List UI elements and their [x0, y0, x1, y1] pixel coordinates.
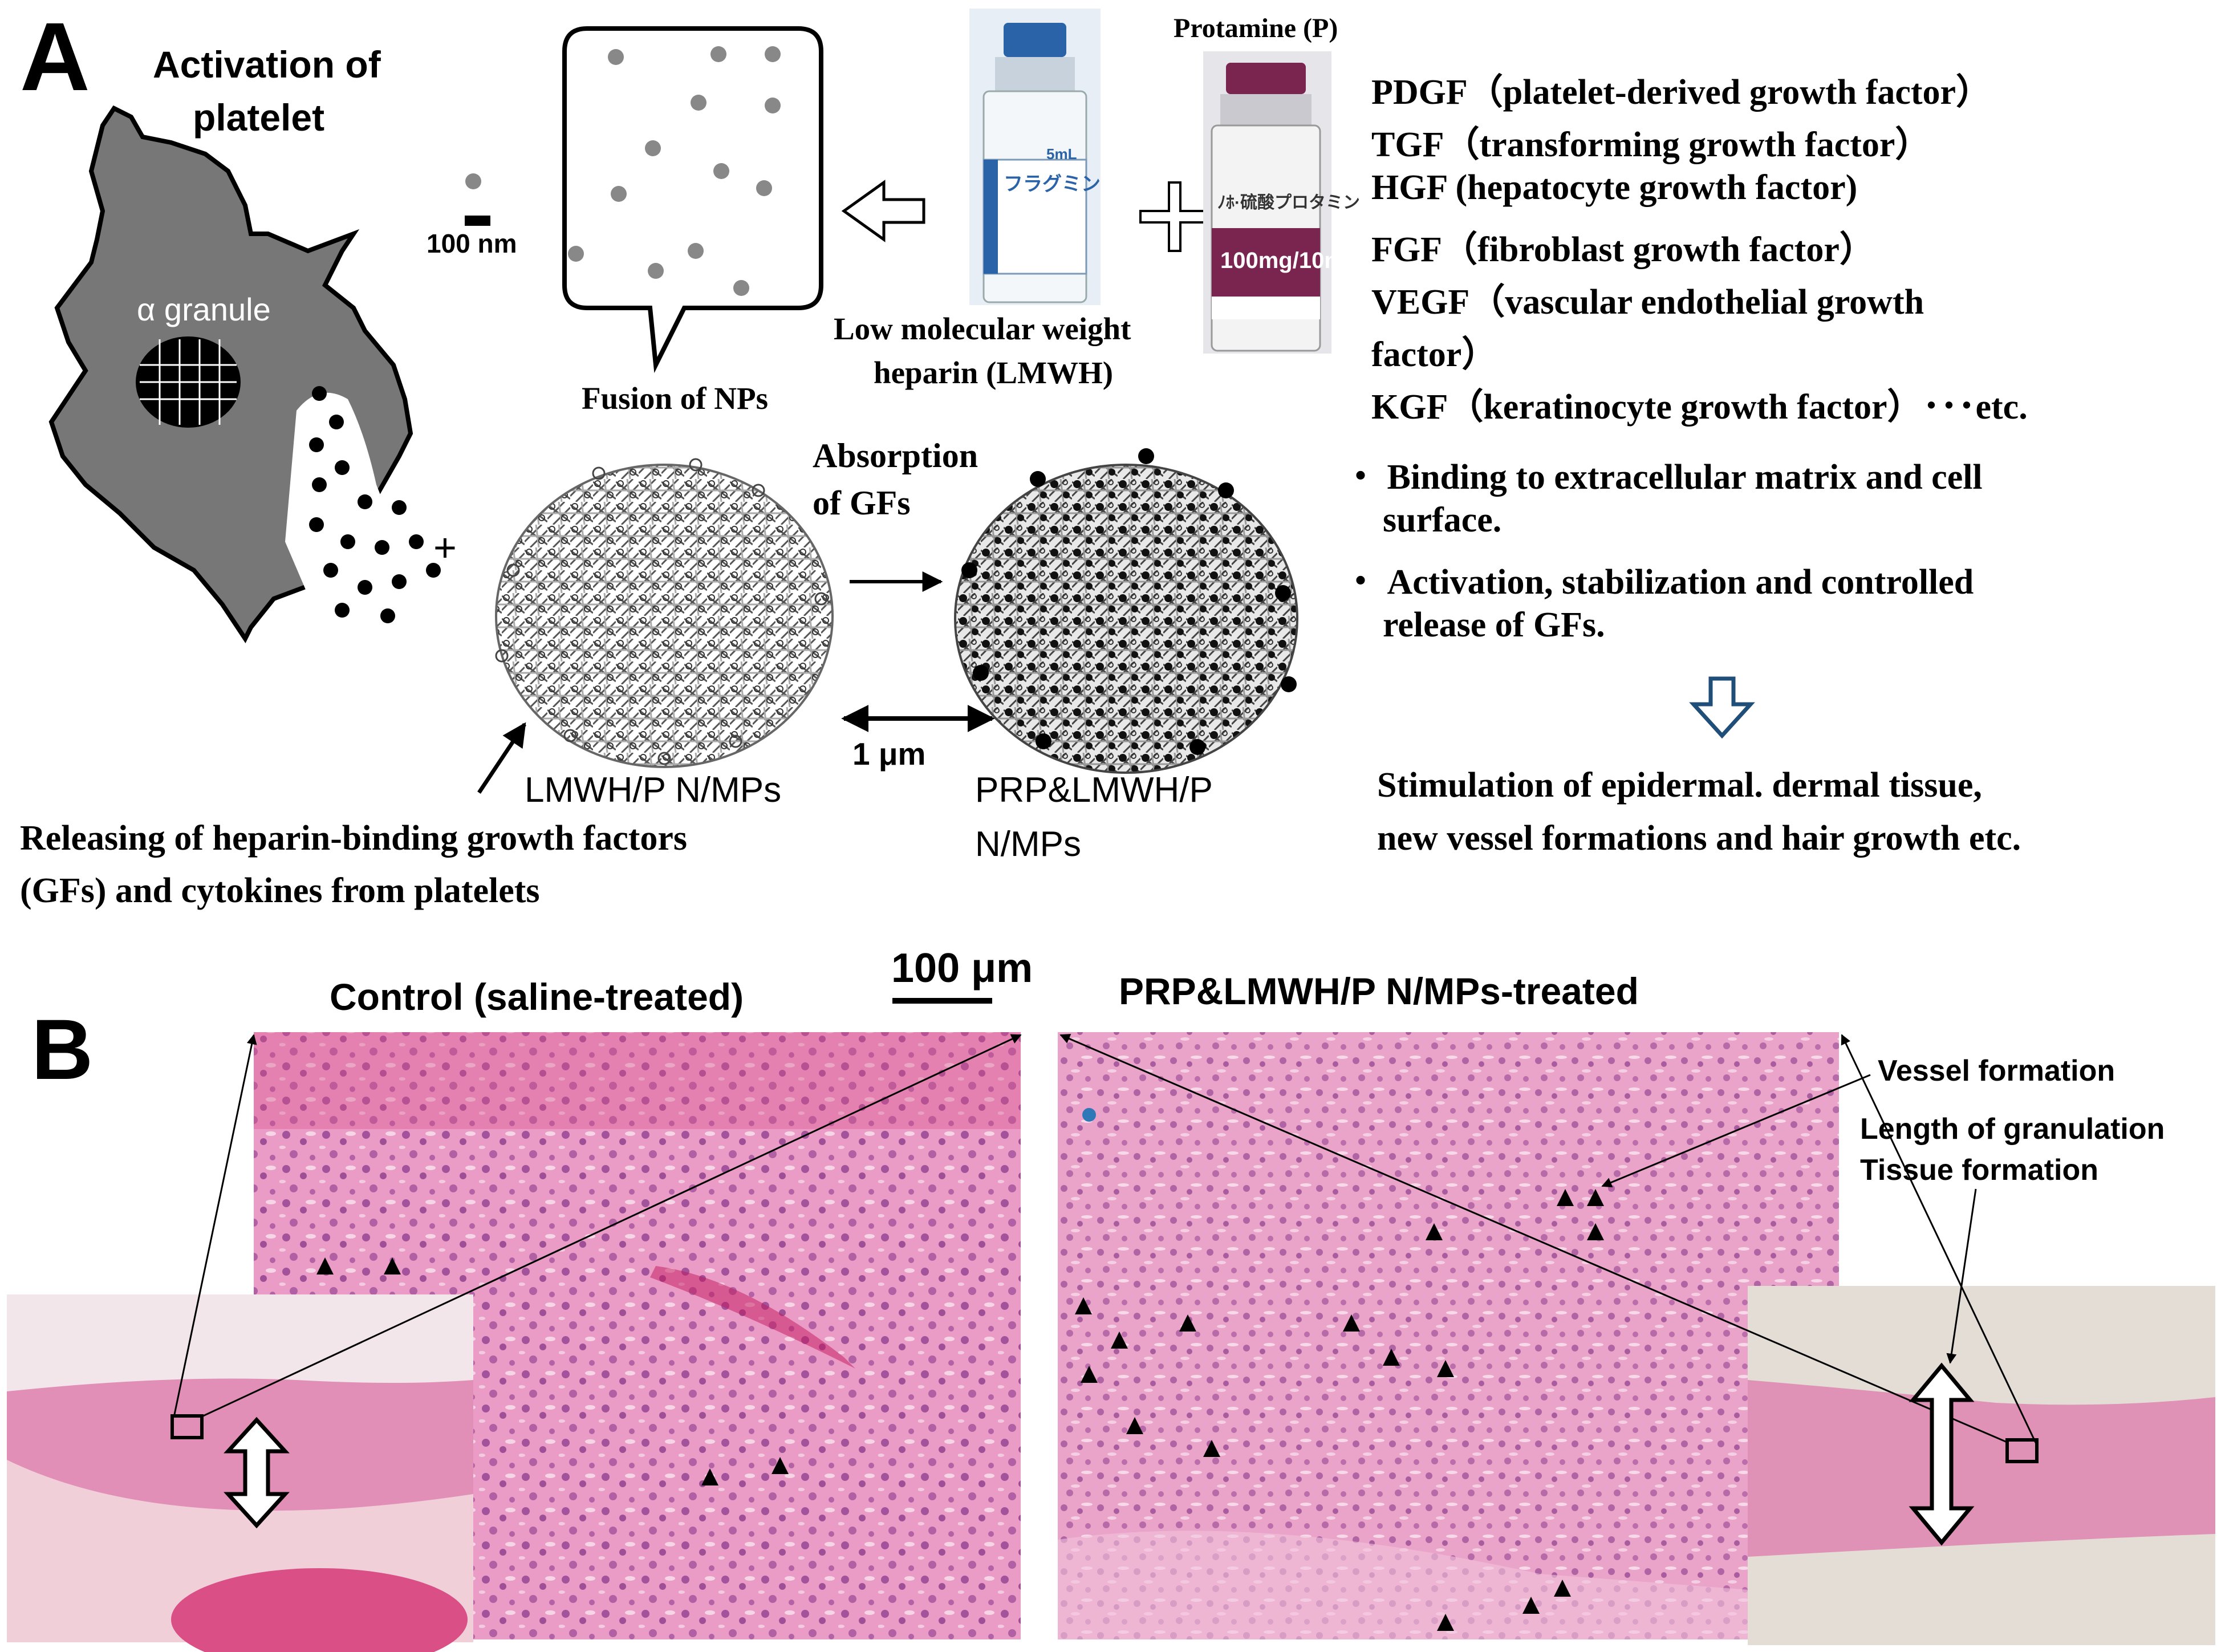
- control-vessel-streak: [650, 1266, 855, 1369]
- bullet-activation-line2: release of GFs.: [1383, 606, 1605, 644]
- gf-item-5-cont: factor）: [1371, 335, 1497, 374]
- treated-overview-box: [2005, 1438, 2039, 1463]
- zoom-lines: [173, 1034, 2037, 1444]
- bullet-activation-line1: ・ Activation, stabilization and controll…: [1343, 563, 1974, 602]
- np-cluster-right: [954, 448, 1298, 774]
- absorption-label-line2: of GFs: [813, 484, 911, 522]
- release-label-line1: Releasing of heparin-binding growth fact…: [20, 819, 688, 858]
- lmwh-label-line1: Low molecular weight: [834, 311, 1131, 346]
- vessel-arrowheads: [316, 1189, 1604, 1631]
- vessel-pointer: [1601, 1074, 1871, 1188]
- granule-label: α granule: [137, 291, 271, 327]
- gf-item-1: PDGF（platelet-derived growth factor）: [1371, 73, 1992, 112]
- fusion-label: Fusion of NPs: [582, 381, 768, 416]
- vial-lmwh-ml: 5mL: [1046, 145, 1077, 163]
- panel-b-letter: B: [31, 1001, 94, 1097]
- lmwh-vial: [969, 9, 1101, 305]
- treated-overview-tissue: [1748, 1380, 2215, 1557]
- stimulation-line2: new vessel formations and hair growth et…: [1377, 819, 2021, 858]
- blue-down-arrow: [1689, 676, 1755, 739]
- control-title: Control (saline-treated): [330, 976, 744, 1018]
- platelet-title-line1: Activation of: [153, 43, 381, 86]
- treated-title: PRP&LMWH/P N/MPs-treated: [1119, 970, 1639, 1012]
- absorption-label-line1: Absorption: [813, 437, 978, 474]
- length-label-line2: Tissue formation: [1860, 1154, 2099, 1187]
- treated-fiber-band: [1058, 1531, 1839, 1639]
- np-bubble: [562, 26, 823, 374]
- control-overview-muscle: [171, 1568, 468, 1652]
- gf-item-4: FGF（fibroblast growth factor）: [1371, 230, 1875, 269]
- open-arrow-left: [841, 180, 925, 242]
- np-left-label: LMWH/P N/MPs: [525, 770, 782, 810]
- length-label-line1: Length of granulation: [1860, 1113, 2165, 1146]
- control-overview-box: [170, 1414, 204, 1439]
- vessel-formation-label: Vessel formation: [1878, 1054, 2116, 1087]
- blue-marker: [1082, 1108, 1096, 1122]
- bullet-binding-line1: ・ Binding to extracellular matrix and ce…: [1343, 458, 1983, 497]
- np-right-label-line1: PRP&LMWH/P: [975, 770, 1213, 810]
- gf-item-3: HGF (hepatocyte growth factor): [1371, 168, 1858, 207]
- gf-item-2: TGF（transforming growth factor）: [1371, 125, 1931, 164]
- platelet-title-line2: platelet: [193, 96, 325, 139]
- gf-item-6: KGF（keratinocyte growth factor）･･･etc.: [1371, 388, 2028, 427]
- vial-protamine-name: ﾉﾎ·硫酸プロタミン: [1217, 193, 1360, 212]
- vial-lmwh-name: フラグミン: [1004, 173, 1101, 195]
- length-pointer: [1946, 1188, 1977, 1364]
- plus-left: +: [433, 525, 457, 570]
- stimulation-line1: Stimulation of epidermal. dermal tissue,: [1377, 766, 1982, 805]
- np-cluster-left: [495, 458, 834, 768]
- scale-um-label: 1 μm: [852, 736, 926, 772]
- protamine-vial: [1203, 51, 1331, 354]
- control-length-arrow: [224, 1416, 290, 1529]
- np-right-label-line2: N/MPs: [975, 825, 1081, 864]
- panel-a-letter: A: [20, 3, 90, 111]
- control-vessel-region: [254, 1032, 1021, 1129]
- granule-grid: [140, 339, 237, 425]
- gf-item-5: VEGF（vascular endothelial growth: [1371, 283, 1924, 322]
- release-label-line2: (GFs) and cytokines from platelets: [20, 871, 540, 910]
- release-arrow: [477, 722, 526, 794]
- vial-protamine-dose: 100mg/10mL: [1220, 248, 1359, 273]
- np-dots: [465, 46, 781, 296]
- scale-bar-100um: [892, 998, 992, 1004]
- np-scale-bar: [465, 216, 490, 226]
- released-granules: [309, 386, 441, 623]
- scale-np-label: 100 nm: [427, 229, 517, 258]
- scale-label-100um: 100 μm: [891, 945, 1033, 991]
- plus-sign: [1139, 181, 1210, 252]
- protamine-label: Protamine (P): [1174, 13, 1338, 43]
- bullet-binding-line2: surface.: [1383, 501, 1502, 539]
- lmwh-label-line2: heparin (LMWH): [874, 355, 1114, 390]
- treated-length-arrow: [1909, 1362, 1975, 1546]
